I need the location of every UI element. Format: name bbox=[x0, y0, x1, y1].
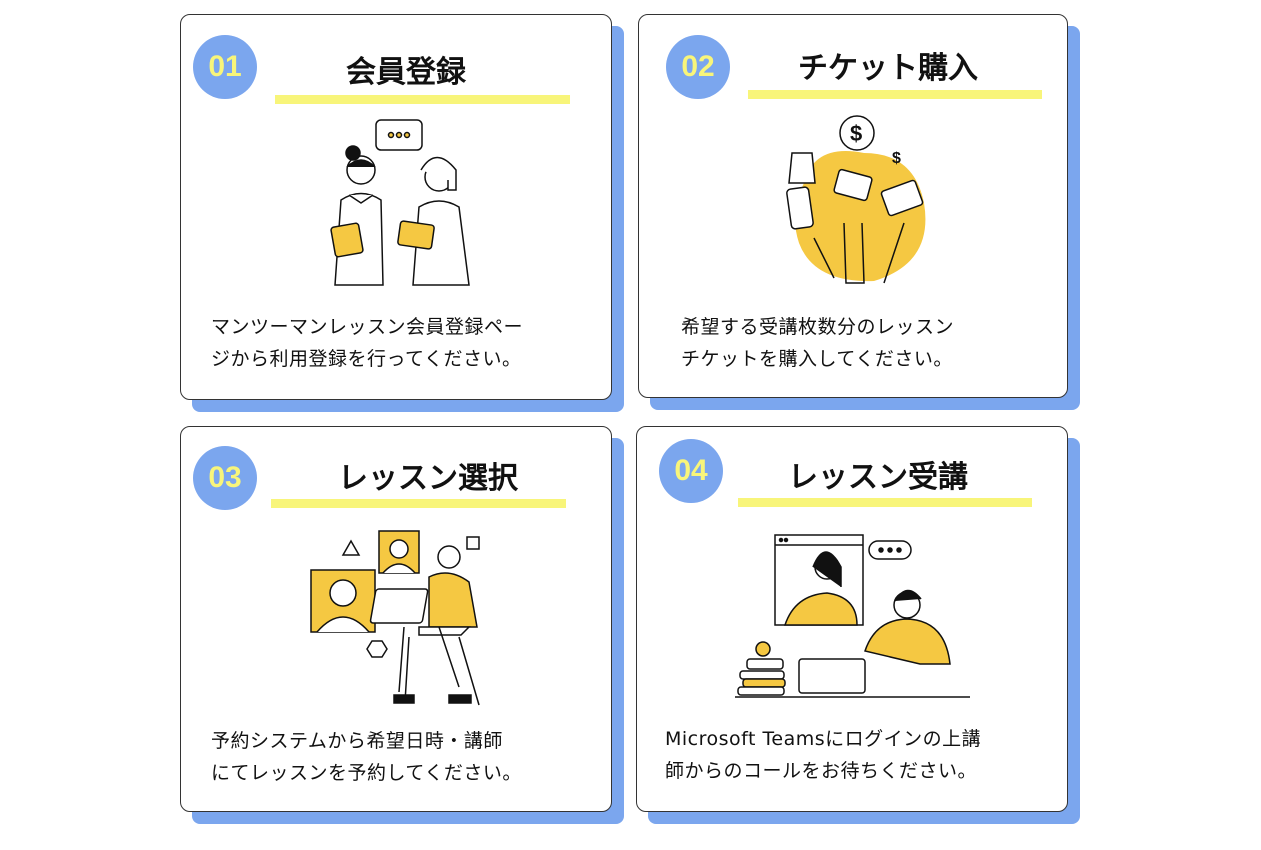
two-women-chatting-illustration bbox=[330, 119, 470, 286]
step-description: 希望する受講枚数分のレッスン チケットを購入してください。 bbox=[681, 311, 954, 375]
online-selection-illustration bbox=[310, 530, 480, 706]
description-line: 希望する受講枚数分のレッスン bbox=[681, 316, 955, 338]
step-card-2: 02 チケット購入 $ $ 希望する受講枚数分のレッスン チケットを購入してくだ… bbox=[638, 14, 1068, 398]
title-underline bbox=[738, 498, 1032, 507]
title-underline bbox=[275, 95, 570, 104]
title-underline bbox=[271, 499, 566, 508]
description-line: 師からのコールをお待ちください。 bbox=[665, 760, 978, 782]
step-number-badge: 04 bbox=[659, 439, 723, 503]
step-number-badge: 02 bbox=[666, 35, 730, 99]
description-line: チケットを購入してください。 bbox=[681, 348, 953, 370]
step-description: マンツーマンレッスン会員登録ペー ジから利用登録を行ってください。 bbox=[211, 311, 523, 375]
step-card-1: 01 会員登録 マンツーマンレッスン会員登録ペー ジから利用登録を行ってください… bbox=[180, 14, 612, 400]
step-card-4: 04 レッスン受講 Microsoft Teamsにログインの上講 師からのコー… bbox=[636, 426, 1068, 812]
step-description: 予約システムから希望日時・講師 にてレッスンを予約してください。 bbox=[211, 725, 522, 789]
svg-text:$: $ bbox=[892, 150, 901, 167]
purchase-payment-illustration: $ $ bbox=[786, 115, 926, 284]
title-underline bbox=[748, 90, 1042, 99]
description-line: ジから利用登録を行ってください。 bbox=[211, 348, 522, 370]
step-title: 会員登録 bbox=[346, 55, 466, 90]
step-title: レッスン受講 bbox=[788, 460, 968, 495]
description-line: にてレッスンを予約してください。 bbox=[211, 762, 522, 784]
step-number-badge: 01 bbox=[193, 35, 257, 99]
step-title: チケット購入 bbox=[798, 51, 978, 86]
svg-text:$: $ bbox=[850, 121, 862, 146]
description-line: マンツーマンレッスン会員登録ペー bbox=[211, 316, 524, 338]
step-title: レッスン選択 bbox=[338, 461, 518, 496]
step-number-badge: 03 bbox=[193, 446, 257, 510]
step-card-3: 03 レッスン選択 予約システムから希望日時・講師 にてレッスンを予約してくださ… bbox=[180, 426, 612, 812]
step-description: Microsoft Teamsにログインの上講 師からのコールをお待ちください。 bbox=[665, 723, 981, 787]
description-line: Microsoft Teamsにログインの上講 bbox=[665, 728, 982, 750]
description-line: 予約システムから希望日時・講師 bbox=[211, 730, 503, 752]
video-lesson-illustration bbox=[735, 534, 970, 698]
